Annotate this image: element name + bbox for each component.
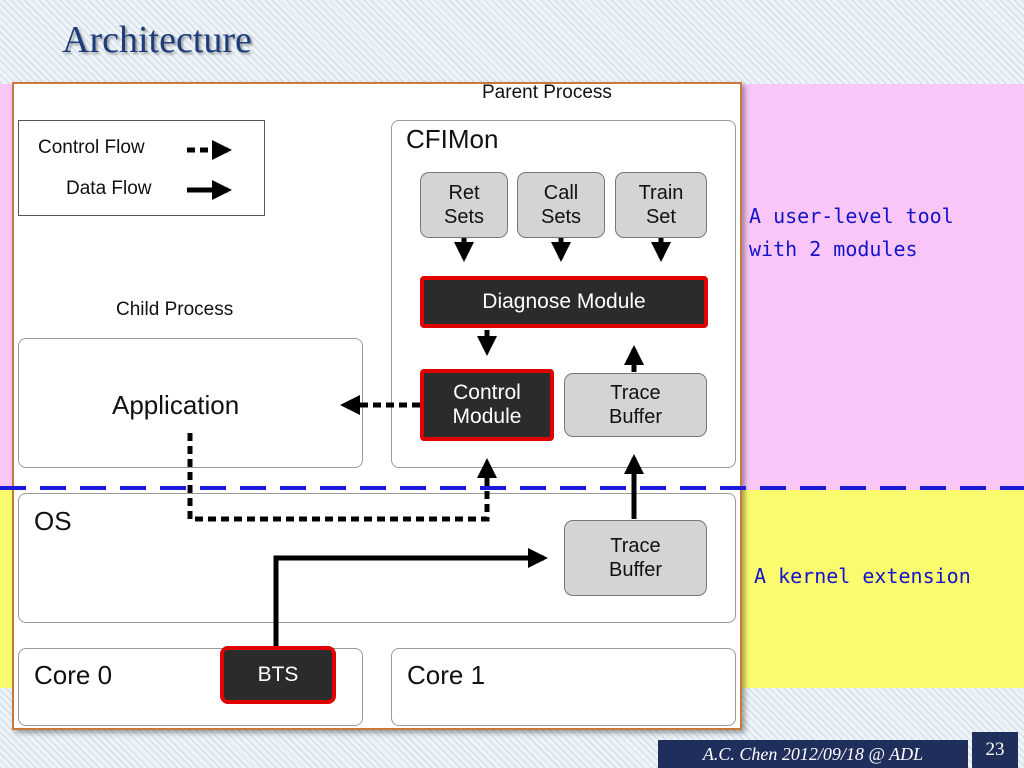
core1-panel: [391, 648, 736, 726]
trace-buffer-user-box: Trace Buffer: [564, 373, 707, 437]
kernel-extension-annotation: A kernel extension: [754, 564, 971, 588]
os-label: OS: [34, 506, 72, 536]
bts-to-trace-path: [273, 548, 548, 646]
core1-label: Core 1: [407, 660, 486, 690]
train-set-box: Train Set: [615, 172, 707, 238]
page-number: 23: [972, 732, 1018, 768]
parent-process-label: Parent Process: [482, 82, 612, 103]
legend-data-flow-label: Data Flow: [66, 178, 152, 199]
application-to-control-path: [187, 433, 497, 522]
bts-box: BTS: [220, 646, 336, 704]
ret-sets-box: Ret Sets: [420, 172, 508, 238]
core0-label: Core 0: [34, 660, 113, 690]
legend-control-flow-label: Control Flow: [38, 137, 145, 158]
control-module-box: Control Module: [420, 369, 554, 441]
diagnose-module-box: Diagnose Module: [420, 276, 708, 328]
slide-footer: A.C. Chen 2012/09/18 @ ADL: [658, 740, 968, 768]
application-label: Application: [112, 390, 240, 420]
user-tool-annotation: A user-level tool with 2 modules: [749, 204, 954, 261]
child-process-label: Child Process: [116, 299, 234, 320]
trace-buffer-kernel-box: Trace Buffer: [564, 520, 707, 596]
slide-title: Architecture: [62, 19, 252, 61]
cfimon-title: CFIMon: [406, 124, 499, 154]
call-sets-box: Call Sets: [517, 172, 605, 238]
legend-box: [18, 120, 265, 216]
